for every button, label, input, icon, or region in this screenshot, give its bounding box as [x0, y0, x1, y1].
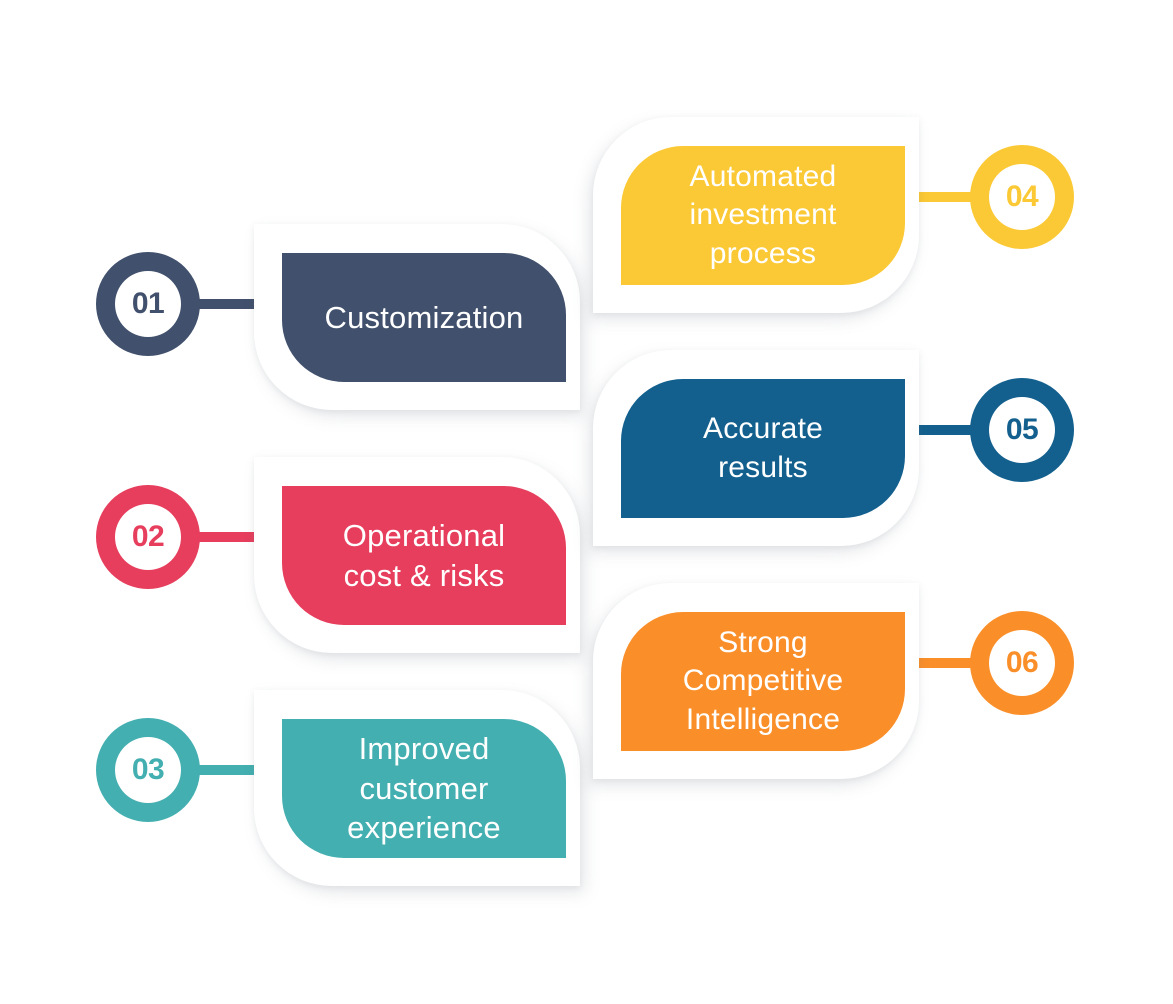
card-inner-06: Strong Competitive Intelligence	[621, 612, 905, 751]
badge-number-03: 03	[131, 753, 165, 786]
card-inner-04: Automated investment process	[621, 146, 905, 285]
connector-line-06	[900, 658, 985, 668]
badge-03[interactable]: 03	[96, 718, 200, 822]
connector-line-02	[190, 532, 275, 542]
badge-02[interactable]: 02	[96, 485, 200, 589]
connector-line-05	[900, 425, 985, 435]
infographic-item-01[interactable]: Customization 01	[0, 0, 600, 1004]
infographic-item-03[interactable]: Improved customer experience 03	[0, 0, 600, 1004]
badge-number-02: 02	[131, 520, 165, 553]
badge-04[interactable]: 04	[970, 145, 1074, 249]
card-outer-05[interactable]: Accurate results	[593, 350, 919, 546]
card-inner-01: Customization	[282, 253, 566, 382]
card-outer-04[interactable]: Automated investment process	[593, 117, 919, 313]
badge-06[interactable]: 06	[970, 611, 1074, 715]
badge-05[interactable]: 05	[970, 378, 1074, 482]
card-inner-05: Accurate results	[621, 379, 905, 518]
badge-inner-01: 01	[115, 271, 181, 337]
badge-number-06: 06	[1005, 646, 1039, 679]
badge-number-01: 01	[131, 287, 165, 320]
badge-inner-06: 06	[989, 630, 1055, 696]
card-outer-01[interactable]: Customization	[254, 224, 580, 410]
connector-line-01	[190, 299, 275, 309]
badge-inner-04: 04	[989, 164, 1055, 230]
connector-line-03	[190, 765, 275, 775]
card-inner-03: Improved customer experience	[282, 719, 566, 858]
card-label-01: Customization	[324, 299, 524, 335]
badge-number-04: 04	[1005, 180, 1039, 213]
card-outer-06[interactable]: Strong Competitive Intelligence	[593, 583, 919, 779]
card-inner-02: Operational cost & risks	[282, 486, 566, 625]
card-label-02: Operational cost & risks	[342, 518, 506, 593]
card-label-05: Accurate results	[703, 412, 823, 484]
badge-inner-02: 02	[115, 504, 181, 570]
badge-inner-03: 03	[115, 737, 181, 803]
card-label-04: Automated investment process	[689, 160, 837, 270]
card-label-06: Strong Competitive Intelligence	[682, 626, 844, 736]
card-outer-03[interactable]: Improved customer experience	[254, 690, 580, 886]
card-outer-02[interactable]: Operational cost & risks	[254, 457, 580, 653]
badge-inner-05: 05	[989, 397, 1055, 463]
connector-line-04	[900, 192, 985, 202]
card-label-03: Improved customer experience	[347, 731, 501, 846]
badge-number-05: 05	[1005, 413, 1039, 446]
badge-01[interactable]: 01	[96, 252, 200, 356]
infographic-item-02[interactable]: Operational cost & risks 02	[0, 0, 600, 1004]
